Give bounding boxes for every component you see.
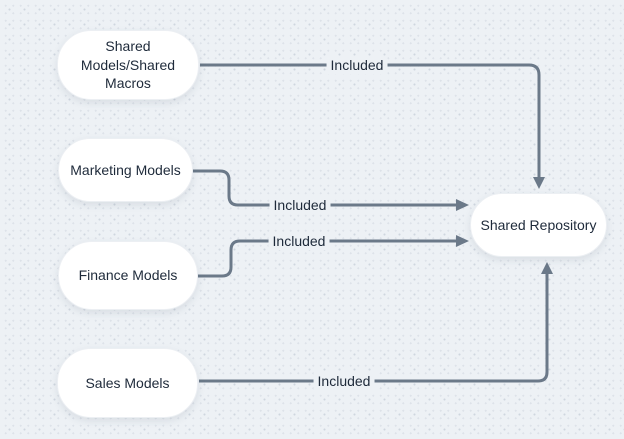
arrowhead-up-icon bbox=[541, 262, 553, 274]
node-finance-models: Finance Models bbox=[58, 241, 198, 310]
edge-label-included-finance-models: Included bbox=[268, 232, 330, 250]
arrowhead-right-icon bbox=[456, 199, 469, 211]
arrow-sales-models-to-repository bbox=[199, 262, 553, 383]
node-sales-models: Sales Models bbox=[57, 348, 198, 418]
edge-label-included-sales-models: Included bbox=[313, 372, 375, 390]
arrow-marketing-models-to-repository bbox=[193, 169, 469, 211]
node-label: Shared Repository bbox=[480, 216, 597, 233]
node-shared-repository: Shared Repository bbox=[470, 193, 607, 257]
edge-label-included-marketing-models: Included bbox=[269, 196, 331, 214]
node-label: Finance Models bbox=[78, 267, 178, 284]
node-label: Sales Models bbox=[85, 374, 170, 391]
node-label: Marketing Models bbox=[70, 161, 181, 178]
edge-label-included-shared-models: Included bbox=[326, 56, 388, 74]
node-marketing-models: Marketing Models bbox=[58, 138, 193, 202]
arrow-finance-models-to-repository bbox=[198, 235, 469, 278]
arrowhead-down-icon bbox=[533, 177, 545, 189]
arrowhead-right-icon bbox=[456, 235, 469, 247]
arrow-line bbox=[200, 63, 541, 177]
arrow-shared-models-to-repository bbox=[200, 63, 545, 189]
node-shared-models-shared-macros: Shared Models/Shared Macros bbox=[57, 30, 199, 100]
arrow-line bbox=[199, 274, 549, 383]
node-label: Shared Models/Shared Macros bbox=[80, 38, 176, 92]
